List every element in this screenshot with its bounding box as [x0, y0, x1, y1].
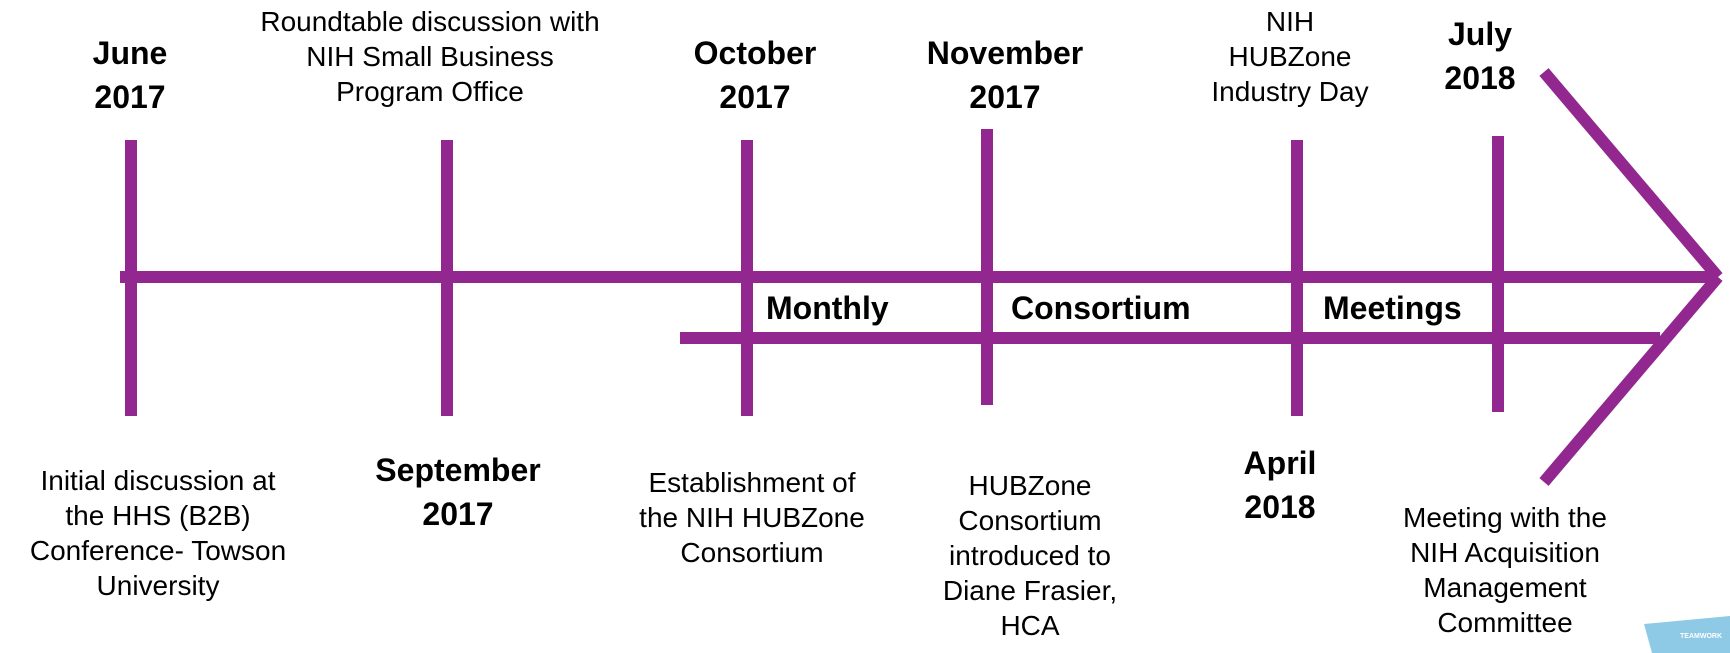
event-november-2017: HUBZone Consortium introduced to Diane F… [942, 470, 1118, 641]
timeline-lines [120, 68, 1723, 486]
event-september-2017: Roundtable discussion with NIH Small Bus… [260, 6, 600, 107]
band-word-monthly: Monthly [766, 290, 889, 326]
teamwork-logo-shape [1644, 616, 1730, 653]
event-april-2018: NIH HUBZone Industry Day [1211, 6, 1369, 107]
date-november-2017: November 2017 [926, 35, 1084, 115]
date-july-2018: July 2018 [1444, 16, 1516, 96]
teamwork-logo-text: TEAMWORK [1680, 633, 1722, 640]
band-word-meetings: Meetings [1323, 290, 1462, 326]
teamwork-logo: TEAMWORK [1644, 616, 1730, 653]
event-july-2018: Meeting with the NIH Acquisition Managem… [1403, 502, 1607, 638]
arrowhead-upper [1539, 68, 1723, 281]
event-october-2017: Establishment of the NIH HUBZone Consort… [639, 467, 865, 568]
band-word-consortium: Consortium [1011, 290, 1191, 326]
arrowhead-lower [1539, 273, 1723, 486]
event-june-2017: Initial discussion at the HHS (B2B) Conf… [29, 465, 287, 601]
date-april-2018: April 2018 [1243, 445, 1317, 525]
date-october-2017: October 2017 [693, 35, 817, 115]
date-june-2017: June 2017 [92, 35, 168, 115]
date-september-2017: September 2017 [375, 452, 541, 532]
